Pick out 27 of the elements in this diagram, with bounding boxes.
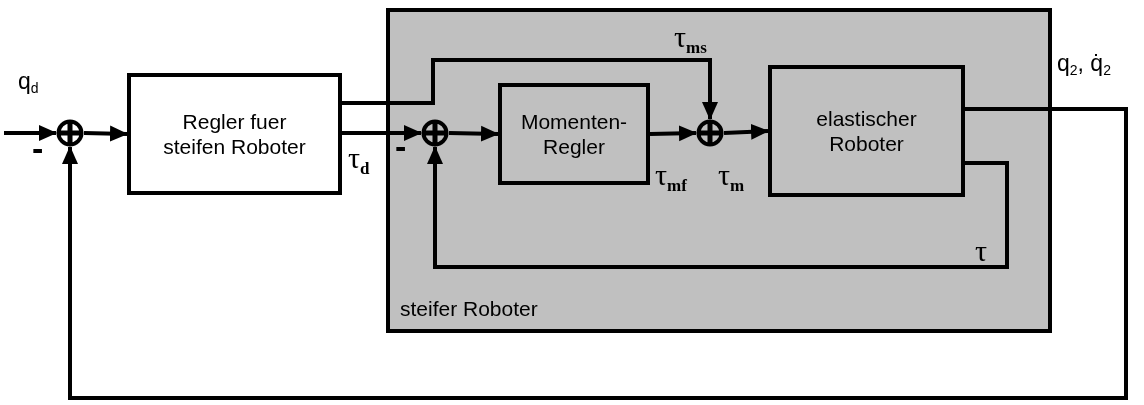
subsystem-box xyxy=(386,8,1052,333)
block-label: elastischer Roboter xyxy=(815,105,918,157)
block-box xyxy=(768,65,965,197)
signal-label: τ$_{m}$ xyxy=(718,160,745,194)
arrow xyxy=(342,58,718,120)
block-label: Momenten-Regler xyxy=(519,108,629,160)
block-box xyxy=(498,83,650,185)
arrow xyxy=(83,125,128,142)
signal-label: q$_{2}$, q̇$_{2}$ xyxy=(1057,52,1111,78)
arrow xyxy=(4,125,57,141)
arrow xyxy=(62,107,1128,400)
block-label: Regler fuer steifen Roboter xyxy=(162,108,307,160)
signal-label: τ$_{d}$ xyxy=(348,143,370,177)
arrow xyxy=(649,125,697,142)
arrow xyxy=(427,146,1009,269)
signal-label: q$_{d}$ xyxy=(18,70,39,96)
arrow xyxy=(723,123,769,140)
sign-label: - xyxy=(395,129,407,163)
arrow xyxy=(342,125,422,141)
signal-label: τ xyxy=(975,236,988,266)
summing-junction xyxy=(696,119,724,147)
sign-label: - xyxy=(32,131,44,165)
block-label: steifer Roboter xyxy=(400,295,538,321)
arrow xyxy=(448,125,499,142)
block-box xyxy=(127,73,342,195)
signal-label: τ$_{ms}$ xyxy=(674,22,707,56)
signal-label: τ$_{mf}$ xyxy=(655,160,687,194)
